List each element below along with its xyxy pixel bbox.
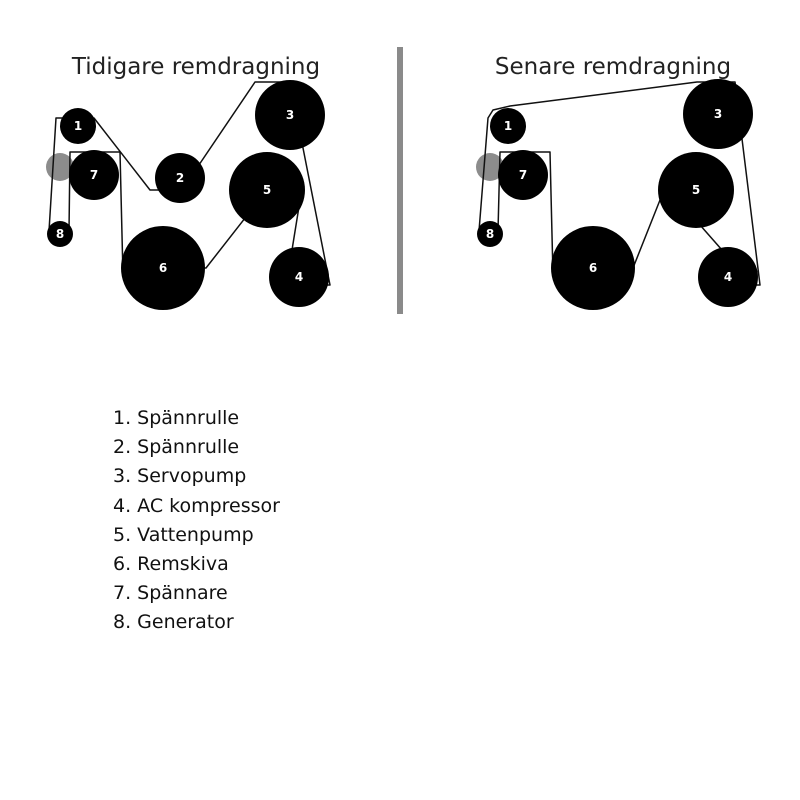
- svg-text:8: 8: [56, 227, 64, 241]
- legend-item: 5. Vattenpump: [113, 523, 254, 546]
- legend-item: 6. Remskiva: [113, 552, 229, 575]
- svg-text:6: 6: [589, 261, 597, 275]
- pulley-1: 1: [490, 108, 526, 144]
- svg-text:4: 4: [724, 270, 732, 284]
- pulley-8: 8: [477, 221, 503, 247]
- pulley-4: 4: [698, 247, 758, 307]
- svg-text:4: 4: [295, 270, 303, 284]
- svg-text:7: 7: [90, 168, 98, 182]
- pulley-5: 5: [658, 152, 734, 228]
- panel-before: Tidigare remdragning 1 2 3 4 5 6: [46, 54, 331, 310]
- panel-title-after: Senare remdragning: [495, 54, 731, 80]
- svg-text:6: 6: [159, 261, 167, 275]
- pulley-7: 7: [69, 150, 119, 200]
- pulley-3: 3: [683, 79, 753, 149]
- svg-text:3: 3: [286, 108, 294, 122]
- svg-text:5: 5: [263, 183, 271, 197]
- pulley-7: 7: [498, 150, 548, 200]
- pulley-1: 1: [60, 108, 96, 144]
- panel-divider: [397, 47, 403, 314]
- legend-item: 8. Generator: [113, 611, 234, 634]
- pulley-5: 5: [229, 152, 305, 228]
- legend-item: 7. Spännare: [113, 582, 228, 605]
- pulley-legend: 1. Spännrulle 2. Spännrulle 3. Servopump…: [113, 404, 280, 638]
- svg-text:2: 2: [176, 171, 184, 185]
- pulley-6: 6: [121, 226, 205, 310]
- svg-text:1: 1: [74, 119, 82, 133]
- svg-text:8: 8: [486, 227, 494, 241]
- pulley-3: 3: [255, 80, 325, 150]
- panel-title-before: Tidigare remdragning: [71, 54, 320, 80]
- pulley-8: 8: [47, 221, 73, 247]
- panel-after: Senare remdragning 1 3 4 5 6 7: [476, 54, 761, 310]
- pulley-6: 6: [551, 226, 635, 310]
- legend-item: 2. Spännrulle: [113, 436, 240, 459]
- pulley-4: 4: [269, 247, 329, 307]
- belt-routing-diagram: Tidigare remdragning 1 2 3 4 5 6: [46, 47, 761, 314]
- legend-item: 3. Servopump: [113, 465, 247, 488]
- svg-text:5: 5: [692, 183, 700, 197]
- pulley-2: 2: [155, 153, 205, 203]
- svg-text:3: 3: [714, 107, 722, 121]
- legend-item: 1. Spännrulle: [113, 407, 240, 429]
- svg-text:1: 1: [504, 119, 512, 133]
- legend-item: 4. AC kompressor: [113, 494, 280, 517]
- svg-text:7: 7: [519, 168, 527, 182]
